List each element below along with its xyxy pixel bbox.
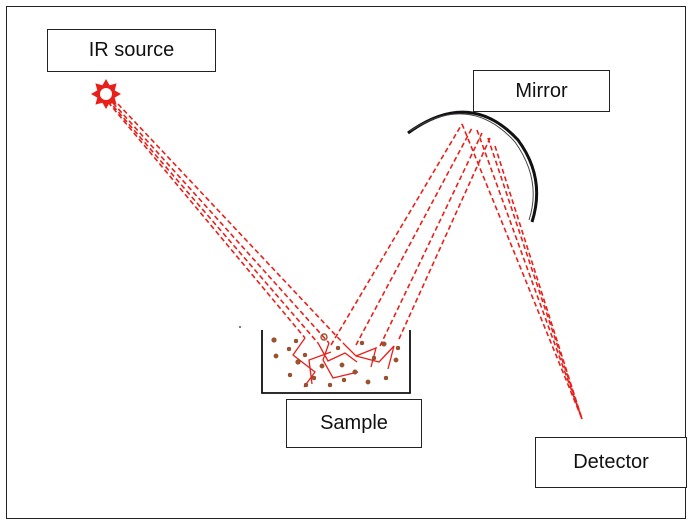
particle — [311, 375, 317, 381]
scatter-path-1 — [292, 337, 316, 388]
particle — [271, 337, 277, 343]
particle — [341, 377, 347, 383]
particle — [393, 357, 399, 363]
curved-mirror — [407, 110, 539, 223]
sample-container — [261, 330, 411, 394]
particle — [303, 382, 309, 388]
particle — [287, 372, 293, 378]
reflected-beams — [330, 123, 491, 347]
particle — [302, 352, 308, 358]
focused-beams — [461, 123, 583, 420]
scatter-path-2 — [317, 342, 358, 363]
particle — [359, 340, 365, 346]
incident-beam-2 — [107, 99, 319, 344]
particle — [352, 369, 358, 375]
particle — [293, 338, 299, 344]
stray-dot — [239, 326, 241, 328]
detector-label: Detector — [535, 437, 687, 488]
scatter-path-5 — [308, 351, 332, 385]
ir-source-label: IR source — [47, 29, 216, 72]
particle — [371, 355, 377, 361]
incident-beam-3 — [112, 102, 330, 344]
mirror-label: Mirror — [473, 70, 610, 112]
particle — [365, 379, 371, 385]
reflected-beam-3 — [379, 132, 483, 347]
scatter-path-6 — [355, 345, 395, 370]
focused-beam-1 — [461, 123, 583, 420]
incident-beam-4 — [117, 103, 344, 344]
incident-beam-1 — [102, 95, 306, 339]
source-core — [100, 88, 112, 100]
particle — [286, 346, 292, 352]
scatter-path-3 — [322, 342, 359, 379]
incident-beams — [102, 95, 344, 344]
particle — [319, 363, 325, 369]
particle — [327, 382, 333, 388]
reflected-beam-1 — [330, 123, 463, 346]
particle — [395, 345, 401, 351]
particle — [381, 341, 387, 347]
reflected-beam-4 — [398, 137, 491, 340]
sample-particles — [271, 333, 401, 388]
particle — [295, 359, 301, 365]
particle — [320, 333, 328, 341]
particle — [273, 353, 279, 359]
sample-label: Sample — [286, 399, 422, 448]
focused-beam-3 — [487, 137, 583, 420]
reflected-beam-2 — [355, 127, 473, 346]
particle — [335, 345, 341, 351]
focused-beam-4 — [494, 145, 583, 420]
ir-source-emitter — [91, 79, 121, 109]
focused-beam-2 — [476, 129, 583, 420]
particle — [383, 375, 389, 381]
particle — [339, 362, 345, 368]
